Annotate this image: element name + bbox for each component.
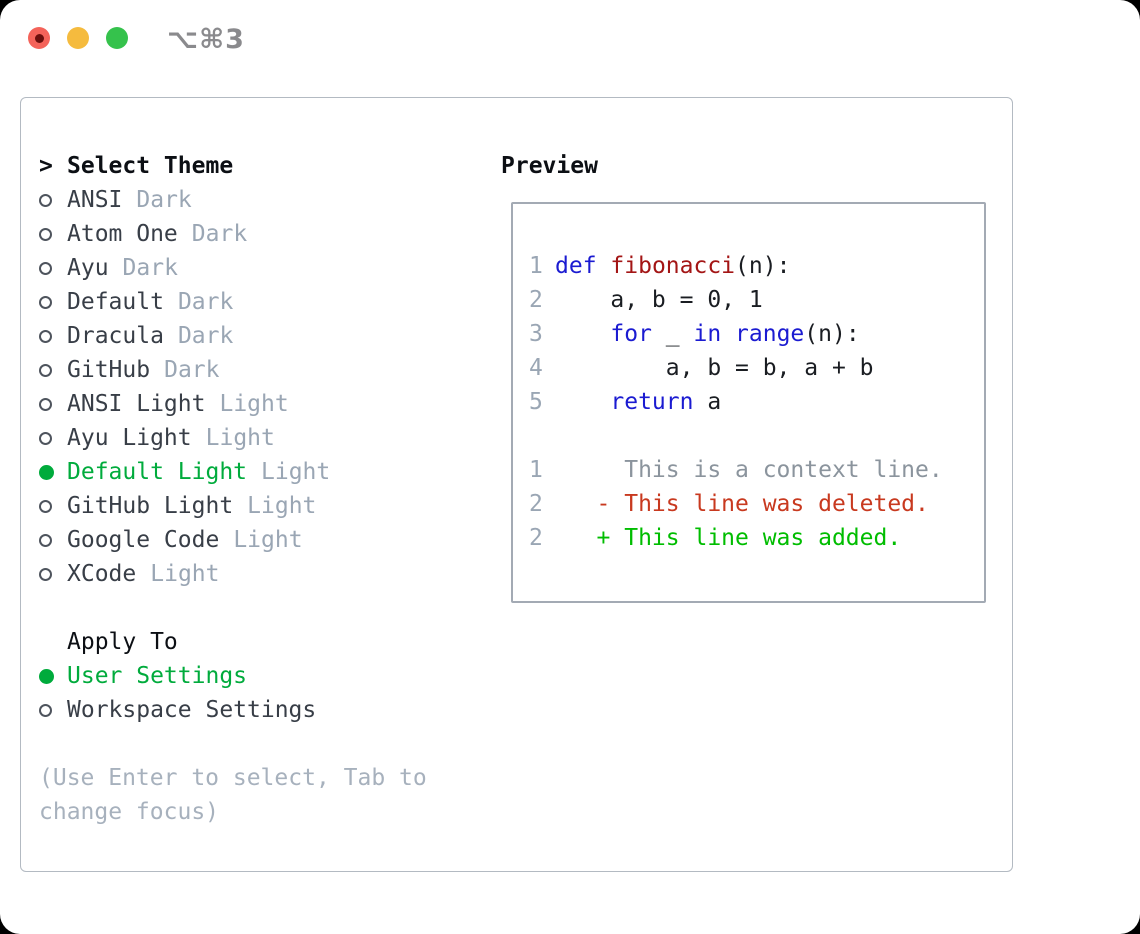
theme-option-ayu[interactable]: Ayu Dark: [39, 251, 479, 285]
theme-option-ansi-light[interactable]: ANSI Light Light: [39, 387, 479, 421]
spacer: [39, 591, 479, 625]
code-line: 2 a, b = 0, 1: [529, 283, 984, 317]
code-token-plain: a, b = b, a + b: [555, 355, 874, 381]
theme-option-ansi[interactable]: ANSI Dark: [39, 183, 479, 217]
line-number: 5: [529, 389, 543, 415]
code-token-plain: _: [651, 321, 694, 347]
help-text-line-1: (Use Enter to select, Tab to: [39, 765, 427, 791]
spacer: [39, 727, 479, 761]
titlebar: ⌥⌘3: [0, 0, 1140, 76]
radio-icon: [39, 193, 52, 207]
theme-options-list: ANSI Dark Atom One Dark Ayu Dark Default…: [39, 183, 479, 591]
theme-picker-panel: > Select Theme ANSI Dark Atom One Dark A…: [20, 97, 1013, 872]
radio-icon: [39, 533, 52, 547]
traffic-lights: [28, 27, 128, 49]
focus-prompt-icon: >: [39, 153, 53, 179]
theme-option-xcode[interactable]: XCode Light: [39, 557, 479, 591]
radio-icon: [39, 703, 52, 717]
code-token-plain: a, b = 0, 1: [555, 287, 763, 313]
select-theme-header: > Select Theme: [39, 149, 479, 183]
theme-option-default[interactable]: Default Dark: [39, 285, 479, 319]
apply-to-option-user-settings[interactable]: User Settings: [39, 659, 479, 693]
radio-icon: [39, 261, 52, 275]
apply-to-option-workspace-settings[interactable]: Workspace Settings: [39, 693, 479, 727]
line-number: 4: [529, 355, 543, 381]
help-text-line-2: change focus): [39, 799, 220, 825]
code-token-kw: return: [610, 389, 694, 415]
minimize-button-icon[interactable]: [67, 27, 89, 49]
code-line: 4 a, b = b, a + b: [529, 351, 984, 385]
code-token-plain: [555, 321, 610, 347]
line-number: 2: [529, 491, 543, 517]
select-theme-title: Select Theme: [67, 153, 234, 179]
theme-option-dracula[interactable]: Dracula Dark: [39, 319, 479, 353]
theme-option-default-light[interactable]: Default Light Light: [39, 455, 479, 489]
code-token-plain: a: [693, 389, 722, 415]
code-token-kw: def: [555, 253, 597, 279]
code-token-plain: (n):: [735, 253, 791, 279]
radio-selected-icon: [39, 464, 54, 480]
diff-text: + This line was added.: [555, 525, 902, 551]
theme-option-github-light[interactable]: GitHub Light Light: [39, 489, 479, 523]
line-number: 1: [529, 457, 543, 483]
code-token-kw: for: [610, 321, 652, 347]
radio-icon: [39, 499, 52, 513]
line-number: 3: [529, 321, 543, 347]
theme-option-github[interactable]: GitHub Dark: [39, 353, 479, 387]
code-line: 3 for _ in range(n):: [529, 317, 984, 351]
code-token-kw: in: [693, 321, 722, 347]
code-line: 1 def fibonacci(n):: [529, 249, 984, 283]
spacer: [529, 419, 984, 453]
radio-icon: [39, 567, 52, 581]
theme-option-google-code[interactable]: Google Code Light: [39, 523, 479, 557]
line-number: 1: [529, 253, 543, 279]
diff-line-ctx: 1 This is a context line.: [529, 453, 984, 487]
code-token-plain: (n):: [804, 321, 860, 347]
theme-option-ayu-light[interactable]: Ayu Light Light: [39, 421, 479, 455]
apply-to-title: Apply To: [67, 629, 178, 655]
radio-icon: [39, 363, 52, 377]
radio-icon: [39, 295, 52, 309]
code-token-plain: [721, 321, 735, 347]
code-token-plain: [597, 253, 611, 279]
radio-icon: [39, 329, 52, 343]
radio-icon: [39, 431, 52, 445]
maximize-button-icon[interactable]: [106, 27, 128, 49]
code-token-fn: fibonacci: [610, 253, 736, 279]
diff-line-add: 2 + This line was added.: [529, 521, 984, 555]
code-token-plain: [555, 389, 610, 415]
radio-icon: [39, 227, 52, 241]
diff-line-del: 2 - This line was deleted.: [529, 487, 984, 521]
diff-text: This is a context line.: [555, 457, 943, 483]
apply-to-header: Apply To: [39, 625, 479, 659]
diff-text: - This line was deleted.: [555, 491, 929, 517]
radio-selected-icon: [39, 668, 54, 684]
apply-to-options-list: User Settings Workspace Settings: [39, 659, 479, 727]
diff-preview: 1 This is a context line.2 - This line w…: [529, 453, 984, 555]
radio-icon: [39, 397, 52, 411]
line-number: 2: [529, 287, 543, 313]
window-shortcut-label: ⌥⌘3: [167, 24, 245, 55]
close-button-icon[interactable]: [28, 27, 50, 49]
line-number: 2: [529, 525, 543, 551]
code-token-kw: range: [735, 321, 805, 347]
code-line: 5 return a: [529, 385, 984, 419]
preview-title: Preview: [501, 153, 598, 179]
theme-option-atom-one[interactable]: Atom One Dark: [39, 217, 479, 251]
theme-list-column: > Select Theme ANSI Dark Atom One Dark A…: [39, 149, 479, 829]
